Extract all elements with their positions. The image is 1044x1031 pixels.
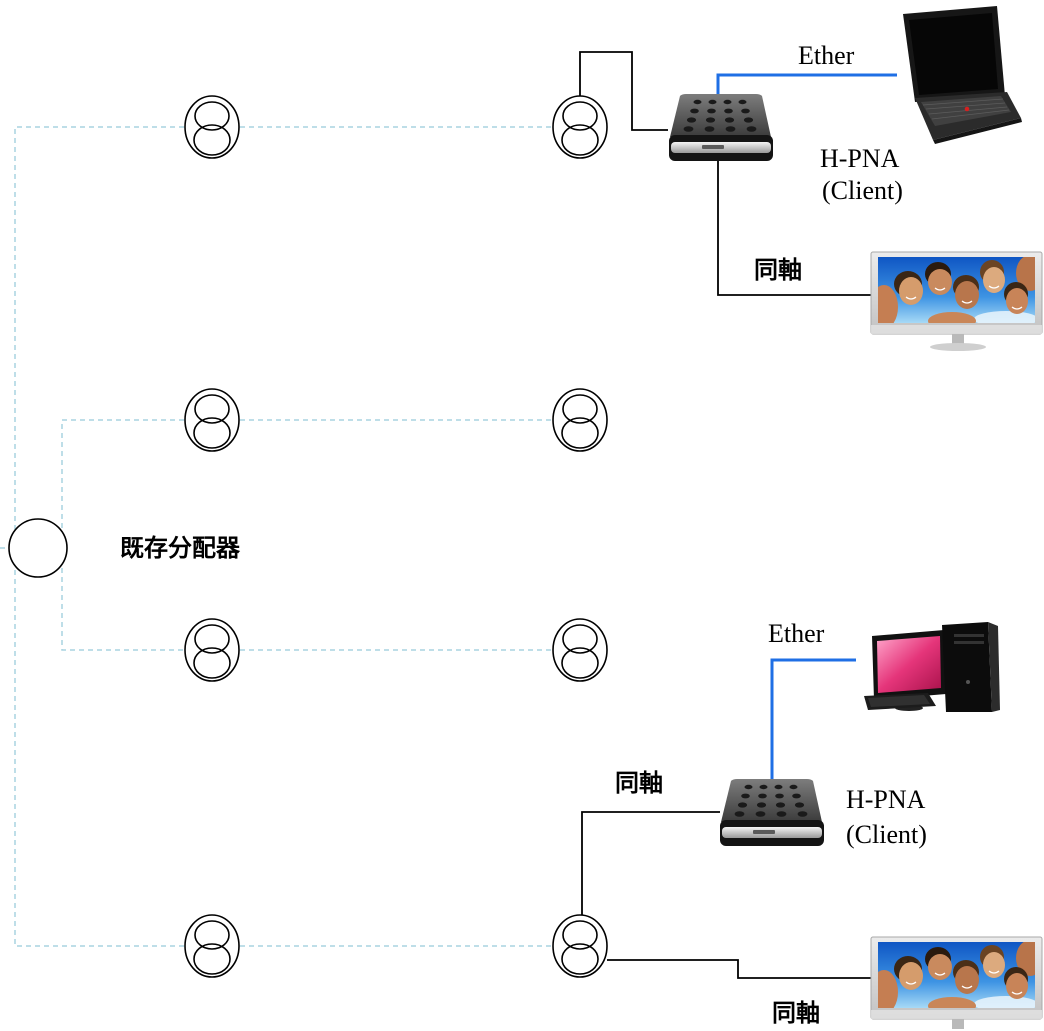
coax-cables — [579, 51, 872, 979]
wall-outlet-icon — [184, 618, 240, 682]
laptop-icon — [903, 6, 1022, 144]
existing-cable-network — [0, 126, 552, 947]
wall-outlet-icon — [552, 95, 608, 159]
top-device-role: (Client) — [822, 176, 903, 205]
bottom-coax-label-tv: 同軸 — [772, 999, 820, 1027]
wall-outlet-icon — [552, 914, 608, 978]
coax-cable — [579, 51, 668, 131]
ethernet-cables — [716, 73, 897, 780]
wall-outlet-icon — [184, 914, 240, 978]
hpna-adapter-icon — [720, 779, 824, 846]
ethernet-cable — [716, 73, 897, 95]
hpna-adapter-icon — [669, 94, 773, 161]
wall-outlet-icon — [552, 388, 608, 452]
coax-cable — [717, 161, 872, 296]
top-ether-label: Ether — [798, 41, 855, 70]
bottom-device-name: H-PNA — [846, 785, 926, 814]
ethernet-cable — [770, 658, 856, 780]
wall-outlet-icon — [184, 388, 240, 452]
top-device-name: H-PNA — [820, 144, 900, 173]
wall-outlet-icon — [184, 95, 240, 159]
wall-outlet-icon — [552, 618, 608, 682]
tv-icon — [870, 251, 1044, 351]
bottom-coax-label-device: 同軸 — [615, 769, 663, 797]
desktop-pc-icon — [864, 622, 1000, 712]
distributor-label: 既存分配器 — [120, 534, 241, 562]
bottom-ether-label: Ether — [768, 619, 825, 648]
coax-cable — [607, 959, 872, 979]
bottom-device-role: (Client) — [846, 820, 927, 849]
splitter-icon — [8, 518, 68, 578]
coax-cable — [581, 811, 720, 915]
top-coax-label: 同軸 — [754, 256, 802, 284]
tv-icon — [870, 936, 1044, 1029]
